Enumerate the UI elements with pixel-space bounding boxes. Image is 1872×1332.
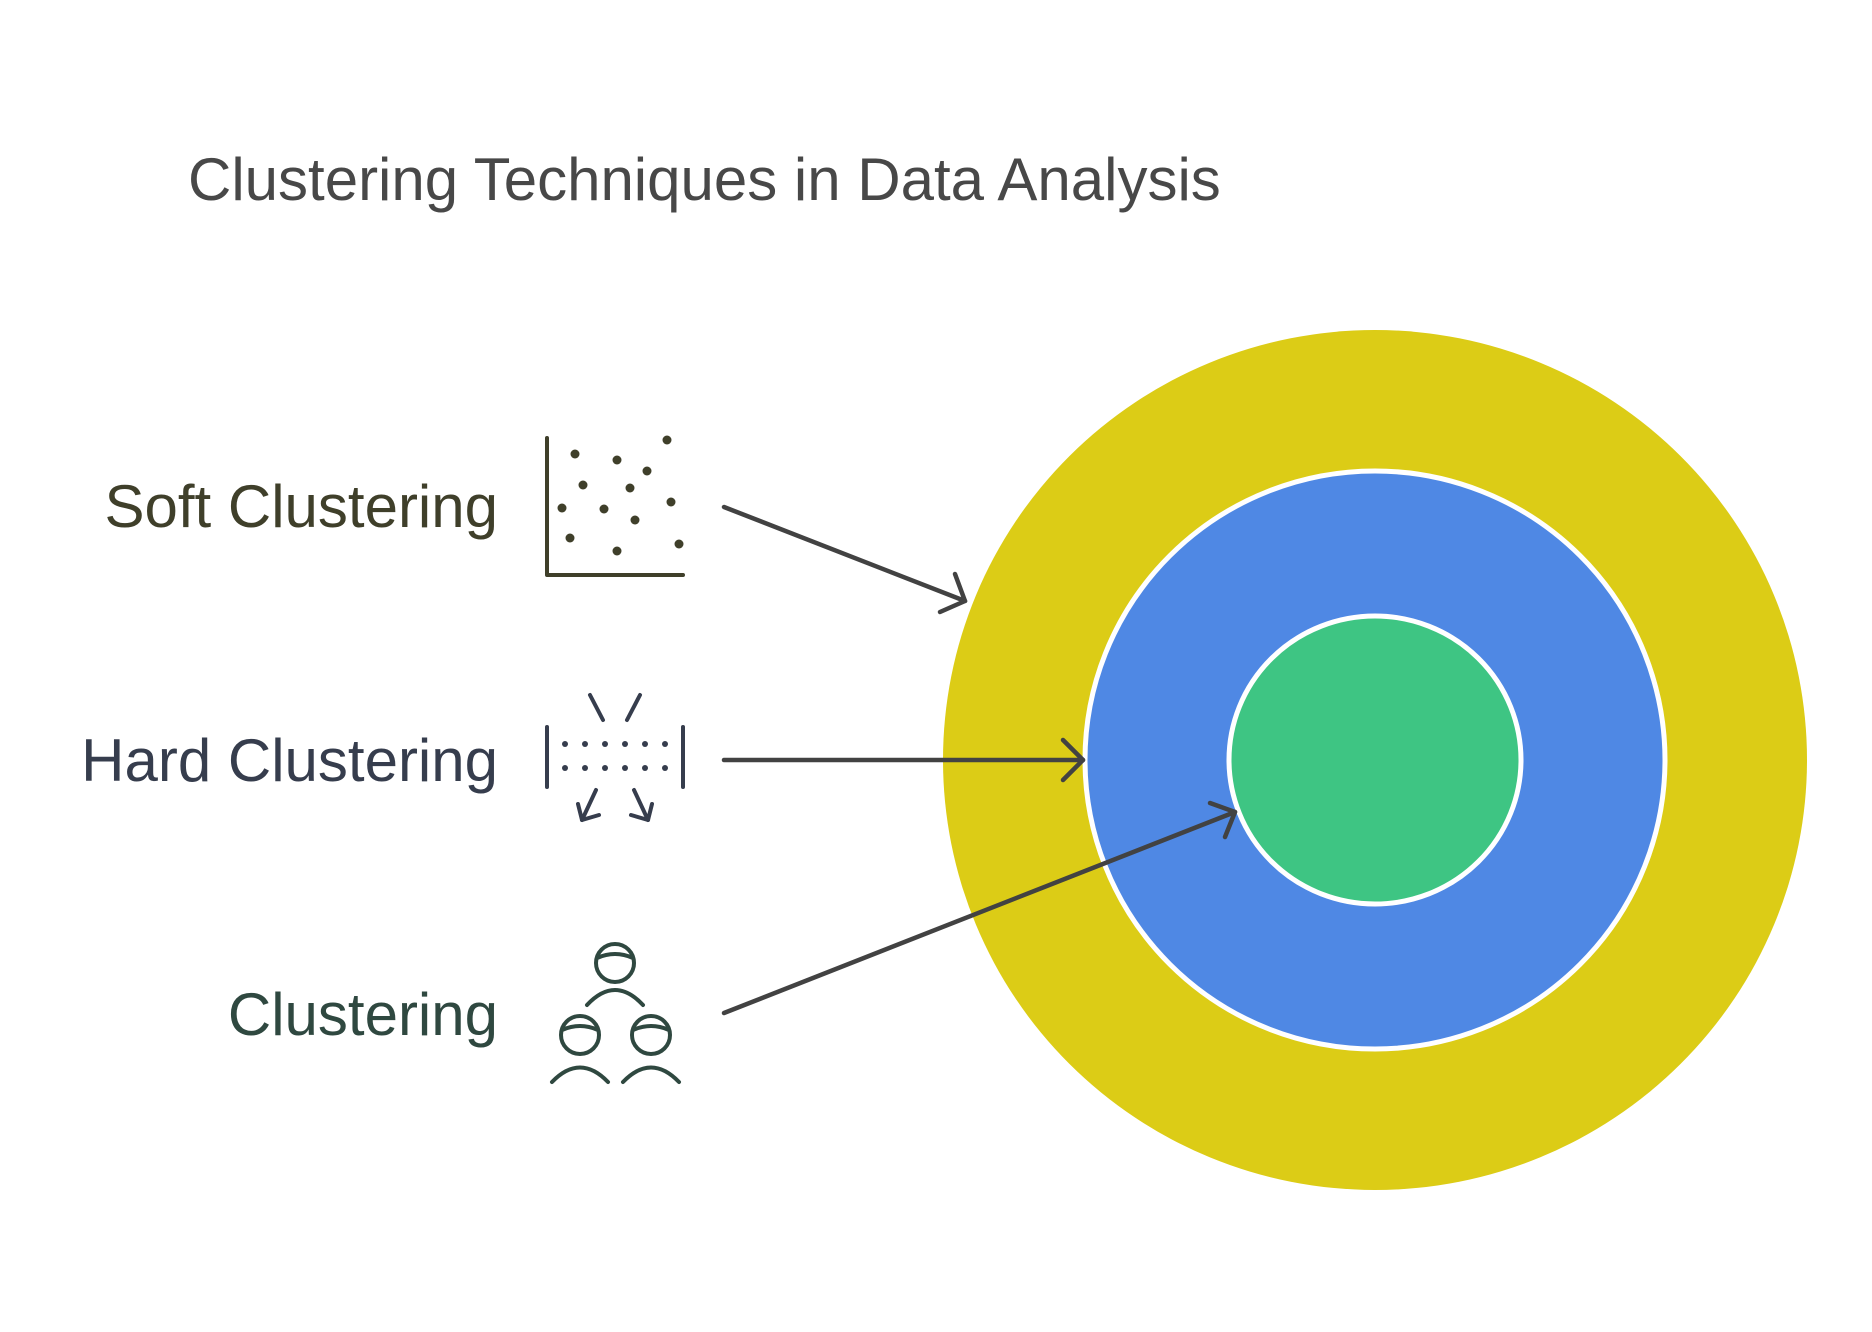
label-clustering: Clustering (228, 981, 498, 1048)
label-hard-clustering: Hard Clustering (81, 727, 498, 794)
page-title: Clustering Techniques in Data Analysis (188, 146, 1221, 213)
connector-arrows (721, 504, 1238, 1016)
arrow-hard-clustering (721, 737, 1086, 783)
concentric-rings (943, 330, 1807, 1190)
arrow-clustering (721, 800, 1238, 1016)
scatter-plot-icon (545, 435, 685, 577)
inner-ring (1226, 613, 1524, 907)
label-soft-clustering: Soft Clustering (104, 473, 498, 540)
split-clusters-icon (545, 693, 685, 822)
arrow-soft-clustering (721, 504, 968, 615)
people-group-icon (550, 942, 681, 1084)
